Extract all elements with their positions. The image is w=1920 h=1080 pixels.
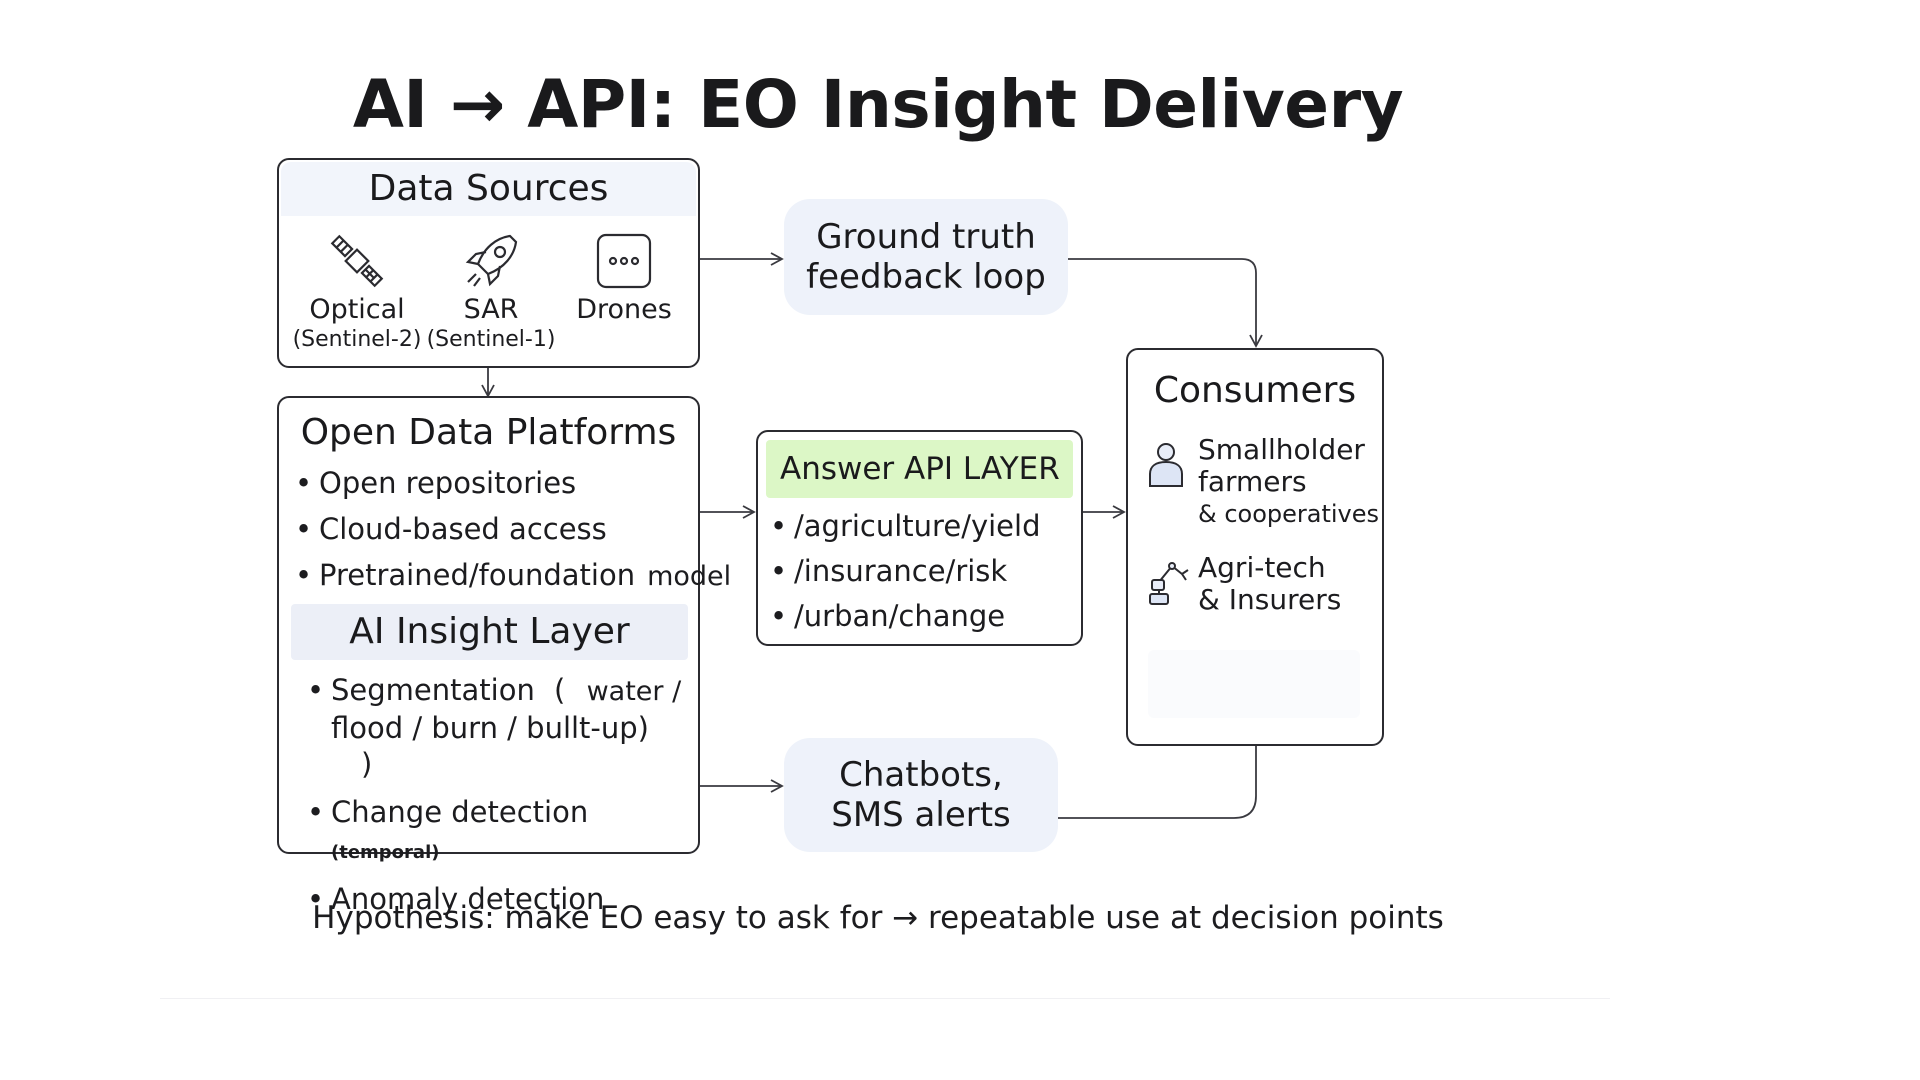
api-endpoint-list: /agriculture/yield /insurance/risk /urba… — [770, 504, 1041, 639]
open-data-item: Cloud-based access — [295, 506, 731, 552]
source-sar: SAR (Sentinel-1) — [416, 228, 566, 354]
consumer-placeholder-panel — [1148, 650, 1360, 718]
api-layer-header: Answer API LAYER — [766, 440, 1073, 498]
change-label: Change detection — [331, 795, 589, 829]
consumer-1-line3: & cooperatives — [1198, 500, 1380, 528]
consumer-2-line1: Agri-tech — [1198, 551, 1326, 584]
change-note: (temporal) — [331, 842, 440, 863]
consumer-group-2: Agri-tech & Insurers — [1198, 552, 1341, 616]
source-sar-label: SAR — [463, 294, 519, 325]
robot-arm-icon — [1146, 558, 1190, 610]
ground-truth-line2: feedback loop — [806, 257, 1046, 297]
source-optical-label: Optical — [309, 294, 405, 325]
segmentation-detail-2: flood / burn / bullt-up) — [331, 711, 649, 745]
data-sources-header-band — [281, 162, 696, 216]
line-groundtruth-to-consumers — [1068, 258, 1263, 348]
segmentation-detail-1: water / — [586, 676, 682, 707]
api-endpoint: /insurance/risk — [770, 549, 1041, 594]
data-sources-header: Data Sources — [368, 168, 609, 209]
api-endpoint: /agriculture/yield — [770, 504, 1041, 549]
ground-truth-pill: Ground truth feedback loop — [784, 199, 1068, 315]
source-sar-sub: (Sentinel-1) — [426, 327, 556, 352]
ai-item-segmentation: Segmentation ( water / flood / burn / bu… — [307, 672, 698, 782]
source-optical: Optical (Sentinel-2) — [282, 228, 432, 354]
hypothesis-footer: Hypothesis: make EO easy to ask for → re… — [312, 900, 1444, 936]
consumer-group-1: Smallholder farmers & cooperatives — [1198, 434, 1379, 530]
ai-insight-list: Segmentation ( water / flood / burn / bu… — [307, 672, 698, 917]
chatbots-pill: Chatbots, SMS alerts — [784, 738, 1058, 852]
ai-insight-header: AI Insight Layer — [291, 604, 688, 660]
open-data-header: Open Data Platforms — [300, 412, 677, 453]
open-data-model-word: model — [647, 561, 732, 592]
api-layer-box: Answer API LAYER /agriculture/yield /ins… — [756, 430, 1083, 646]
open-data-list: Open repositories Cloud-based access Pre… — [295, 460, 731, 600]
open-data-item-text: Pretrained/foundation — [319, 558, 636, 592]
data-sources-box: Data Sources Optical (Sentinel-2) — [277, 158, 700, 368]
rocket-icon — [416, 228, 566, 294]
consumers-box: Consumers Smallholder farmers & cooperat… — [1126, 348, 1384, 746]
chatbots-line1: Chatbots, — [839, 755, 1003, 795]
consumer-1-line1: Smallholder — [1198, 433, 1365, 466]
ai-item-anomaly: Anomaly detection — [307, 881, 698, 917]
consumer-1-line2: farmers — [1198, 465, 1307, 498]
open-data-item: Pretrained/foundation model — [295, 552, 731, 600]
person-icon — [1146, 440, 1186, 492]
ground-truth-line1: Ground truth — [816, 217, 1036, 257]
ai-item-change: Change detection (temporal) — [307, 794, 698, 871]
api-endpoint: /urban/change — [770, 594, 1041, 639]
open-data-item: Open repositories — [295, 460, 731, 506]
open-data-platforms-box: Open Data Platforms Open repositories Cl… — [277, 396, 731, 917]
consumer-2-line2: & Insurers — [1198, 583, 1342, 616]
source-drones: Drones — [549, 228, 699, 326]
source-drones-label: Drones — [576, 294, 672, 325]
segmentation-paren-open: ( — [554, 673, 566, 707]
source-optical-sub: (Sentinel-2) — [292, 327, 422, 352]
segmentation-paren-close: ) — [361, 747, 373, 781]
segmentation-label: Segmentation — [331, 673, 535, 707]
consumers-header: Consumers — [1153, 370, 1357, 411]
more-dots-icon — [549, 228, 699, 294]
diagram-title: AI → API: EO Insight Delivery — [352, 66, 1404, 143]
line-consumers-to-chatbots — [1058, 746, 1257, 819]
chatbots-line2: SMS alerts — [831, 795, 1011, 835]
bottom-divider — [160, 998, 1610, 999]
satellite-icon — [282, 228, 432, 294]
